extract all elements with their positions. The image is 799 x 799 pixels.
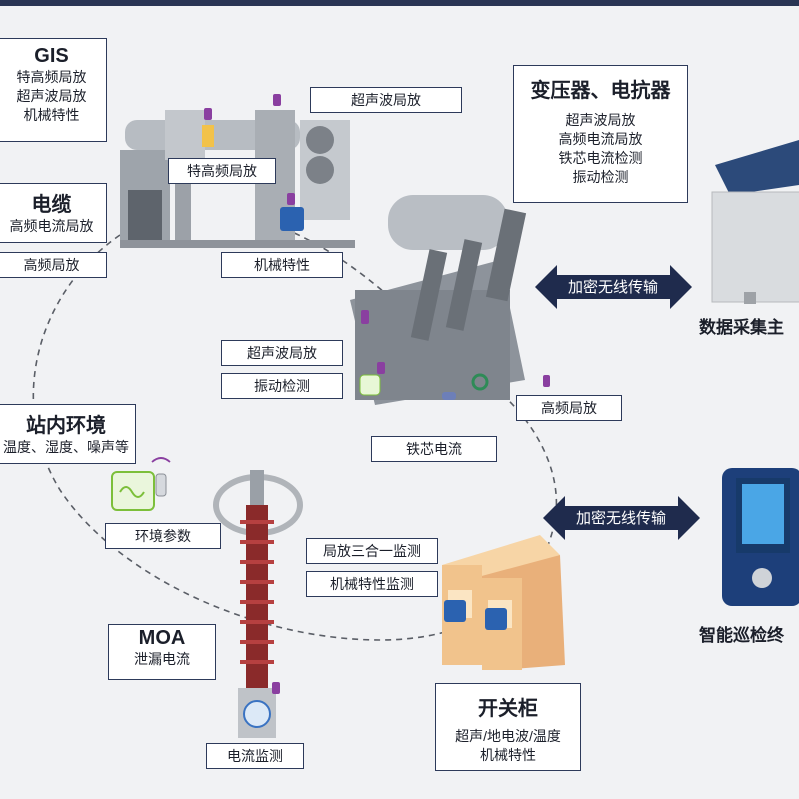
data-collector-device	[711, 140, 799, 304]
transformer-equipment	[350, 195, 527, 405]
moa-arrester	[213, 470, 303, 738]
gis-item: 机械特性	[23, 107, 80, 123]
switchgear-info-box: 开关柜 超声/地电波/温度 机械特性	[435, 683, 581, 771]
transformer-item: 振动检测	[572, 169, 629, 185]
cable-item: 高频电流局放	[9, 218, 94, 234]
switchgear-item: 超声/地电波/温度	[455, 728, 561, 744]
purple-sensor-markers	[204, 94, 550, 694]
env-title: 站内环境	[26, 415, 106, 437]
moa-current-label: 电流监测	[206, 743, 304, 769]
env-param-label: 环境参数	[105, 523, 221, 549]
encrypted-transmission-arrow-bottom: 加密无线传输	[543, 496, 700, 540]
inspection-terminal-device	[722, 468, 799, 606]
encrypted-transmission-arrow-top: 加密无线传输	[535, 265, 692, 309]
gis-uhf-label: 特高频局放	[168, 158, 276, 184]
gis-mech-sensor	[280, 207, 304, 231]
terminal-caption: 智能巡检终	[699, 626, 784, 645]
gis-mech-label: 机械特性	[221, 252, 343, 278]
top-bar	[0, 0, 799, 6]
gis-item: 特高频局放	[16, 69, 87, 85]
moa-info-box: MOA 泄漏电流	[108, 624, 216, 680]
sw-mech-label: 机械特性监测	[306, 571, 438, 597]
transformer-item: 铁芯电流检测	[558, 150, 643, 166]
switchgear-cabinets	[442, 535, 565, 670]
gis-title: GIS	[34, 45, 69, 67]
tr-core-label: 铁芯电流	[371, 436, 497, 462]
moa-item: 泄漏电流	[134, 651, 190, 667]
transformer-title: 变压器、电抗器	[530, 80, 671, 102]
transformer-item: 超声波局放	[565, 112, 636, 128]
transformer-info-box: 变压器、电抗器 超声波局放 高频电流局放 铁芯电流检测 振动检测	[513, 65, 688, 203]
env-info-box: 站内环境 温度、湿度、噪声等	[0, 404, 136, 464]
tr-vibration-label: 振动检测	[221, 373, 343, 399]
environment-sensor-icon	[111, 457, 171, 511]
sw-pd-label: 局放三合一监测	[306, 538, 438, 564]
gis-info-box: GIS 特高频局放 超声波局放 机械特性	[0, 38, 107, 142]
tr-ultrasonic-label: 超声波局放	[221, 340, 343, 366]
arrow-top-text: 加密无线传输	[568, 279, 658, 296]
cable-hf-label: 高频局放	[0, 252, 107, 278]
cable-info-box: 电缆 高频电流局放	[0, 183, 107, 243]
collector-caption: 数据采集主	[699, 318, 784, 337]
switchgear-item: 机械特性	[480, 747, 536, 763]
arrow-bottom-text: 加密无线传输	[576, 510, 666, 527]
tr-hf-label: 高频局放	[516, 395, 622, 421]
transformer-item: 高频电流局放	[558, 131, 643, 147]
gis-ultrasonic-label: 超声波局放	[310, 87, 462, 113]
gis-item: 超声波局放	[16, 88, 87, 104]
cable-title: 电缆	[31, 194, 72, 216]
env-item: 温度、湿度、噪声等	[3, 439, 129, 455]
moa-title: MOA	[138, 627, 186, 649]
switchgear-title: 开关柜	[478, 698, 538, 720]
